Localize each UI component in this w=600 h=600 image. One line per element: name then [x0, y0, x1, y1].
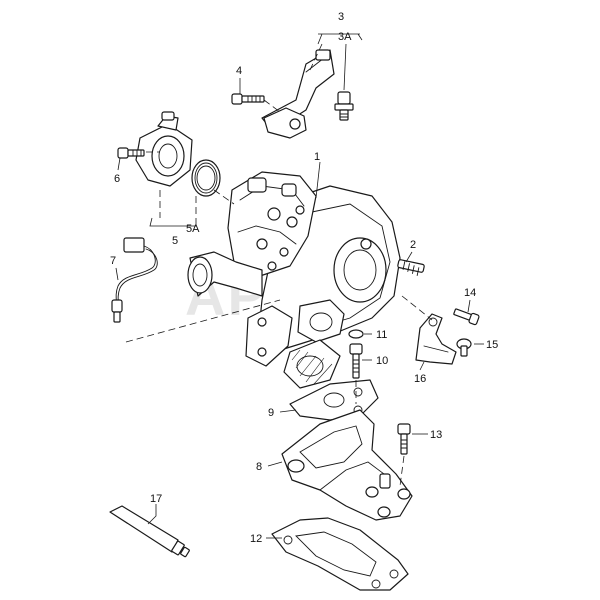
- callout-7: 7: [110, 255, 116, 267]
- callout-5a: 5A: [186, 223, 200, 235]
- callout-16: 16: [414, 373, 426, 385]
- callout-14: 14: [464, 287, 476, 299]
- sealant-tube: [109, 505, 190, 558]
- bracket: [261, 49, 335, 139]
- clip-bracket: [415, 313, 457, 365]
- callout-6: 6: [114, 173, 120, 185]
- bolt-4: [231, 93, 265, 105]
- callout-11: 11: [376, 329, 387, 341]
- callout-10: 10: [376, 355, 388, 367]
- bolt-14: [453, 308, 480, 326]
- sensor-with-cable: [111, 237, 158, 323]
- intake-connector: [135, 111, 193, 187]
- callout-2: 2: [410, 239, 416, 251]
- turbocharger-housing: [187, 171, 401, 389]
- bolt-6: [117, 147, 145, 159]
- callout-13: 13: [430, 429, 442, 441]
- callout-8: 8: [256, 461, 262, 473]
- screw-15: [456, 338, 472, 357]
- callout-12: 12: [250, 533, 262, 545]
- callout-3: 3: [338, 11, 344, 23]
- stud-bolt: [397, 259, 425, 276]
- callout-9: 9: [268, 407, 274, 419]
- bolt-13: [397, 423, 411, 455]
- gasket-12: [271, 517, 409, 591]
- callout-3a: 3A: [338, 31, 352, 43]
- callout-17: 17: [150, 493, 162, 505]
- seal-ring: [191, 159, 221, 197]
- leader-lines: [115, 33, 484, 539]
- callout-15: 15: [486, 339, 498, 351]
- exhaust-flange: [281, 409, 413, 521]
- callout-1: 1: [314, 151, 320, 163]
- union-fitting: [334, 91, 354, 121]
- bolt-10: [349, 343, 363, 379]
- callout-5: 5: [172, 235, 178, 247]
- gasket-9: [289, 379, 379, 421]
- callout-4: 4: [236, 65, 242, 77]
- washer-11: [348, 329, 364, 339]
- callout-labels: 1 2 3 3A 4 5 5A 6 7 8 9 10 11 12 13 14 1…: [110, 11, 498, 545]
